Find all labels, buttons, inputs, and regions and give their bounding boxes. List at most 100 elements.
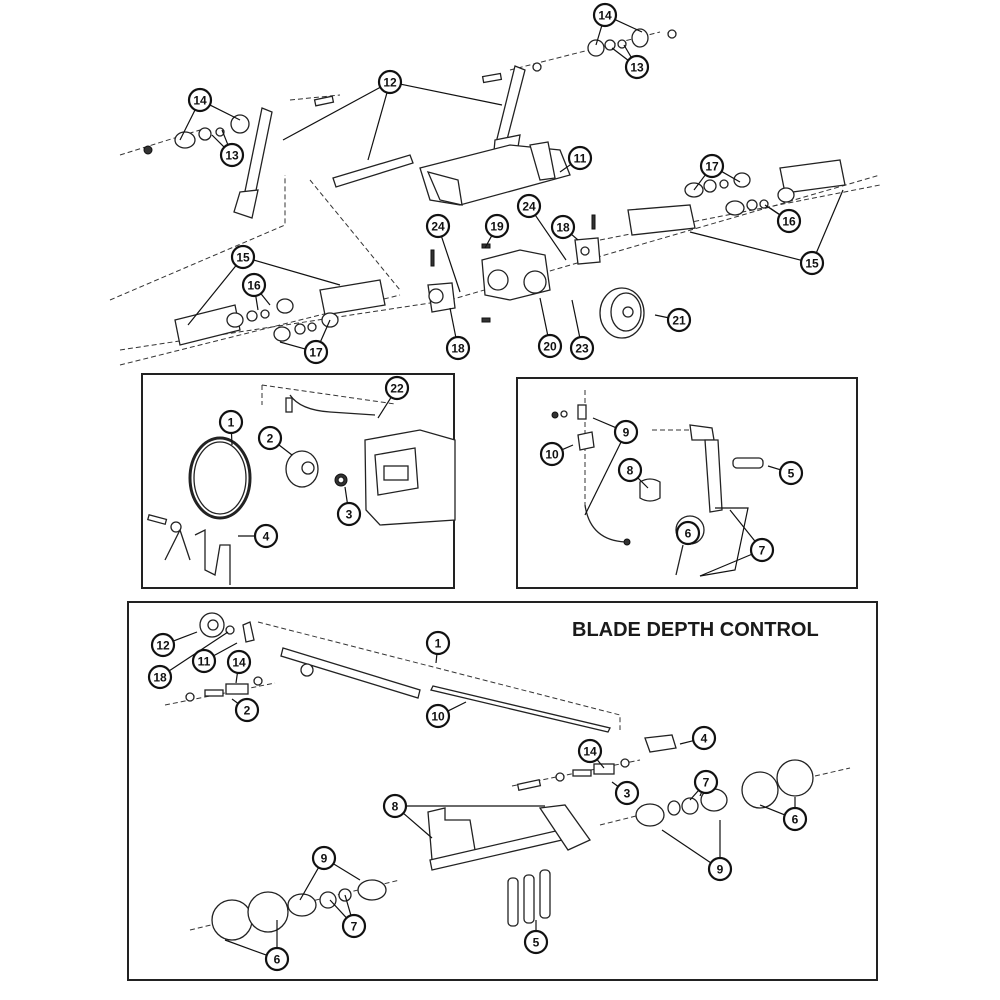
callout-top-18: 18 — [550, 214, 576, 240]
callout-circle — [613, 419, 639, 445]
leader-line — [213, 642, 238, 657]
callout-number: 12 — [383, 76, 397, 90]
callout-circle — [382, 793, 408, 819]
callout-depth-11: 11 — [191, 648, 217, 674]
callout-number: 6 — [792, 813, 799, 827]
leader-line — [815, 189, 844, 254]
callout-top-24: 24 — [425, 213, 451, 239]
leader-line — [534, 214, 567, 261]
callout-circle — [147, 664, 173, 690]
callout-number: 18 — [451, 342, 465, 356]
callout-circle — [303, 339, 329, 365]
callout-circle — [484, 213, 510, 239]
callout-number: 12 — [156, 639, 170, 653]
belt-tension-panel — [516, 377, 858, 589]
callout-number: 20 — [543, 340, 557, 354]
callout-number: 9 — [717, 863, 724, 877]
callout-number: 2 — [244, 704, 251, 718]
callout-top-19: 19 — [484, 213, 510, 239]
leader-line — [654, 314, 669, 319]
callout-top-21: 21 — [666, 307, 692, 333]
callout-circle — [191, 648, 217, 674]
callout-depth-7: 7 — [693, 769, 719, 795]
callout-tension-5: 5 — [778, 460, 804, 486]
callout-number: 10 — [431, 710, 445, 724]
callout-number: 15 — [236, 251, 250, 265]
callout-top-20: 20 — [537, 333, 563, 359]
leader-line — [759, 804, 786, 816]
callout-circle — [537, 333, 563, 359]
leader-line — [559, 163, 572, 173]
leader-line — [333, 863, 361, 881]
callout-depth-7: 7 — [341, 913, 367, 939]
leader-line — [211, 134, 225, 148]
leader-line — [253, 259, 341, 286]
callout-circle — [264, 946, 290, 972]
leader-line — [224, 939, 267, 956]
callout-number: 24 — [431, 220, 445, 234]
callout-circle — [234, 697, 260, 723]
callout-circle — [187, 87, 213, 113]
callout-circle — [778, 460, 804, 486]
callout-depth-5: 5 — [523, 929, 549, 955]
leader-line — [230, 432, 233, 446]
callout-number: 13 — [630, 61, 644, 75]
callout-top-16: 16 — [241, 272, 267, 298]
leader-line — [637, 477, 649, 489]
callout-top-11: 11 — [567, 145, 593, 171]
callout-circle — [666, 307, 692, 333]
callout-circle — [218, 409, 244, 435]
callout-belt-22: 22 — [384, 375, 410, 401]
callout-tension-9: 9 — [613, 419, 639, 445]
callout-circle — [226, 649, 252, 675]
callout-number: 2 — [267, 432, 274, 446]
callout-number: 11 — [574, 152, 587, 166]
leader-line — [571, 299, 581, 338]
leader-line — [260, 293, 271, 306]
callout-number: 14 — [193, 94, 207, 108]
leader-line — [584, 441, 622, 516]
leader-line — [449, 307, 457, 338]
callout-belt-3: 3 — [336, 501, 362, 527]
leader-line — [592, 417, 617, 429]
leader-line — [187, 265, 237, 326]
callout-number: 9 — [321, 852, 328, 866]
callout-depth-6: 6 — [782, 806, 808, 832]
callout-circle — [675, 520, 701, 546]
callout-circle — [567, 145, 593, 171]
leader-line — [344, 894, 352, 916]
callout-number: 16 — [782, 215, 796, 229]
callout-depth-3: 3 — [614, 780, 640, 806]
callout-number: 23 — [575, 342, 589, 356]
leader-line — [173, 631, 198, 642]
callout-number: 5 — [533, 936, 540, 950]
callout-belt-1: 1 — [218, 409, 244, 435]
leader-line — [329, 899, 347, 919]
callout-depth-4: 4 — [691, 725, 717, 751]
callout-circle — [150, 632, 176, 658]
leader-line — [570, 233, 579, 241]
blade-depth-artwork — [164, 612, 851, 941]
callout-tension-6: 6 — [675, 520, 701, 546]
callout-circle — [516, 193, 542, 219]
callout-number: 14 — [583, 745, 597, 759]
callout-number: 1 — [228, 416, 235, 430]
leader-line — [402, 812, 433, 839]
leader-line — [679, 740, 694, 745]
leader-line — [255, 295, 259, 311]
callout-circle — [614, 780, 640, 806]
leader-line — [319, 319, 331, 343]
callout-circle — [425, 630, 451, 656]
callout-circle — [253, 523, 279, 549]
callout-number: 18 — [556, 221, 570, 235]
callout-number: 6 — [274, 953, 281, 967]
leader-line — [689, 789, 700, 801]
callout-circle — [691, 725, 717, 751]
callout-number: 18 — [153, 671, 167, 685]
callout-circle — [577, 738, 603, 764]
callout-number: 17 — [309, 346, 323, 360]
callout-circle — [230, 244, 256, 270]
callout-number: 14 — [598, 9, 612, 23]
callout-number: 7 — [703, 776, 710, 790]
